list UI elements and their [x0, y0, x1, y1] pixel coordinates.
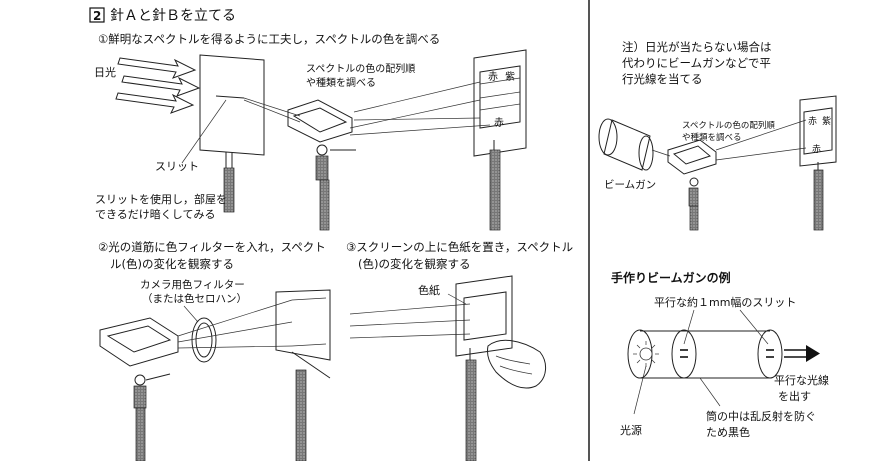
sunlight-arrows — [115, 57, 201, 114]
room-note-1: スリットを使用し，部屋を — [95, 192, 227, 206]
section-title: 針Ａと針Ｂを立てる — [110, 8, 236, 24]
right-screen-red-bottom: 赤 — [812, 144, 821, 155]
color-filter — [191, 317, 217, 363]
step2-caption-2: ル(色)の変化を観察する — [110, 257, 234, 271]
prism-holder-right — [667, 139, 717, 231]
light-rays-right — [651, 119, 807, 161]
paper-leader — [447, 293, 467, 305]
prism-holder-2 — [99, 317, 179, 461]
tube-leader — [699, 377, 721, 407]
screen1-purple: 紫 — [505, 71, 515, 83]
slit-leader — [181, 99, 227, 164]
light-source-label: 光源 — [620, 423, 642, 437]
slit-leader-1 — [683, 309, 695, 345]
parallel-label-2: を出す — [778, 389, 811, 403]
filter-leader — [183, 305, 199, 323]
hand-with-paper — [487, 339, 546, 389]
right-screen-purple: 紫 — [822, 116, 831, 127]
light-source-bulb — [633, 341, 659, 367]
parallel-label-1: 平行な光線 — [774, 373, 829, 387]
section-number: 2 — [93, 9, 101, 23]
prism-holder-1 — [287, 99, 356, 231]
note-line-3: 行光線を当てる — [622, 72, 703, 86]
handmade-beam-gun — [627, 329, 783, 379]
handmade-title: 手作りビームガンの例 — [611, 270, 731, 285]
right-spectrum-note-1: スペクトルの色の配列順 — [682, 120, 775, 131]
screen-2 — [275, 289, 331, 461]
spectrum-note-1: スペクトルの色の配列順 — [306, 62, 415, 75]
screen-3 — [455, 275, 513, 461]
right-screen-red: 赤 — [808, 116, 817, 127]
source-leader — [633, 365, 647, 415]
light-rays-3 — [349, 303, 471, 339]
note-line-2: 代わりにビームガンなどで平 — [622, 56, 771, 70]
beam-gun-label: ビームガン — [604, 179, 656, 191]
section-badge: 2 — [89, 7, 105, 23]
light-rays-2 — [177, 299, 293, 349]
step3-caption-2: (色)の変化を観察する — [358, 257, 470, 271]
room-note-2: できるだけ暗くしてみる — [95, 207, 215, 221]
step3-caption-1: ③スクリーンの上に色紙を置き，スペクトル — [346, 240, 573, 254]
slit-width-label: 平行な約１mm幅のスリット — [654, 295, 796, 309]
note-line-1: 注）日光が当たらない場合は — [622, 40, 772, 54]
sunlight-label: 日光 — [94, 65, 116, 79]
slit-leader-2 — [739, 309, 769, 345]
light-rays-1 — [243, 81, 491, 136]
tube-note-2: ため黒色 — [706, 425, 750, 439]
screen1-red-bottom: 赤 — [494, 117, 504, 129]
slit-label: スリット — [155, 160, 199, 173]
screen-1 — [473, 49, 527, 231]
screen1-red: 赤 — [488, 71, 498, 83]
screen-right — [799, 95, 837, 231]
paper-label: 色紙 — [418, 283, 440, 297]
beam-gun-device — [598, 118, 654, 171]
step2-caption-1: ②光の道筋に色フィルターを入れ，スペクト — [98, 240, 326, 254]
step1-caption: ①鮮明なスペクトルを得るように工夫し，スペクトルの色を調べる — [98, 32, 440, 46]
filter-label-1: カメラ用色フィルター — [140, 278, 245, 291]
tube-note-1: 筒の中は乱反射を防ぐ — [706, 409, 816, 423]
filter-label-2: （または色セロハン） — [142, 292, 247, 305]
slit-board — [199, 54, 265, 213]
parallel-beam-arrow — [784, 345, 820, 362]
right-spectrum-note-2: や種類を調べる — [682, 132, 742, 143]
spectrum-note-2: や種類を調べる — [306, 76, 376, 89]
